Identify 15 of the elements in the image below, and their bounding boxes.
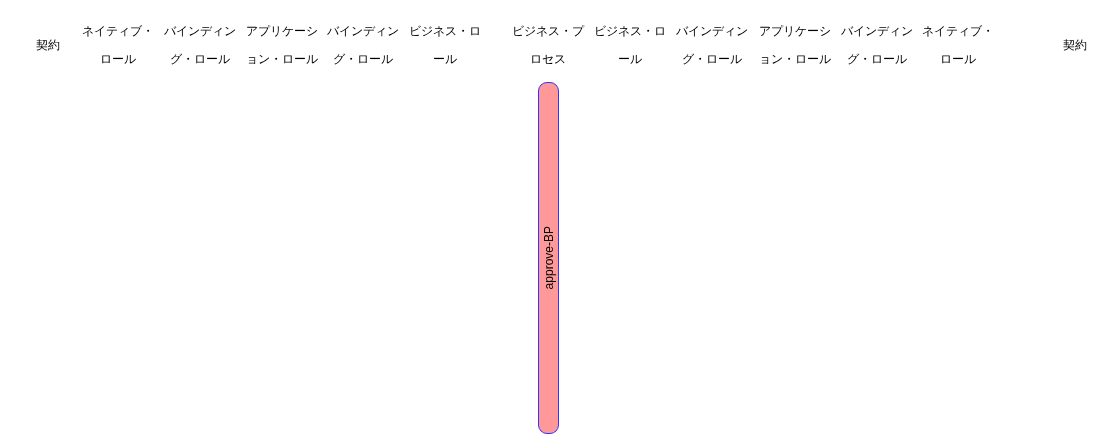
column-header: 契約 [1062,37,1088,54]
column-header: バインディング・ロール [675,23,749,68]
column-header: ネイティブ・ロール [921,23,995,68]
column-header: 契約 [35,37,61,54]
column-header: ビジネス・ロール [408,23,482,68]
column-header: ビジネス・ロール [593,23,667,68]
activation-bar [538,82,559,434]
bar-label: approve-BP [541,226,556,290]
column-header: バインディング・ロール [840,23,914,68]
column-header: ビジネス・プロセス [511,23,586,68]
column-header: アプリケーション・ロール [245,23,319,68]
column-header: バインディング・ロール [326,23,400,68]
column-header: ネイティブ・ロール [81,23,155,68]
column-header: アプリケーション・ロール [758,23,832,68]
column-header: バインディング・ロール [163,23,237,68]
